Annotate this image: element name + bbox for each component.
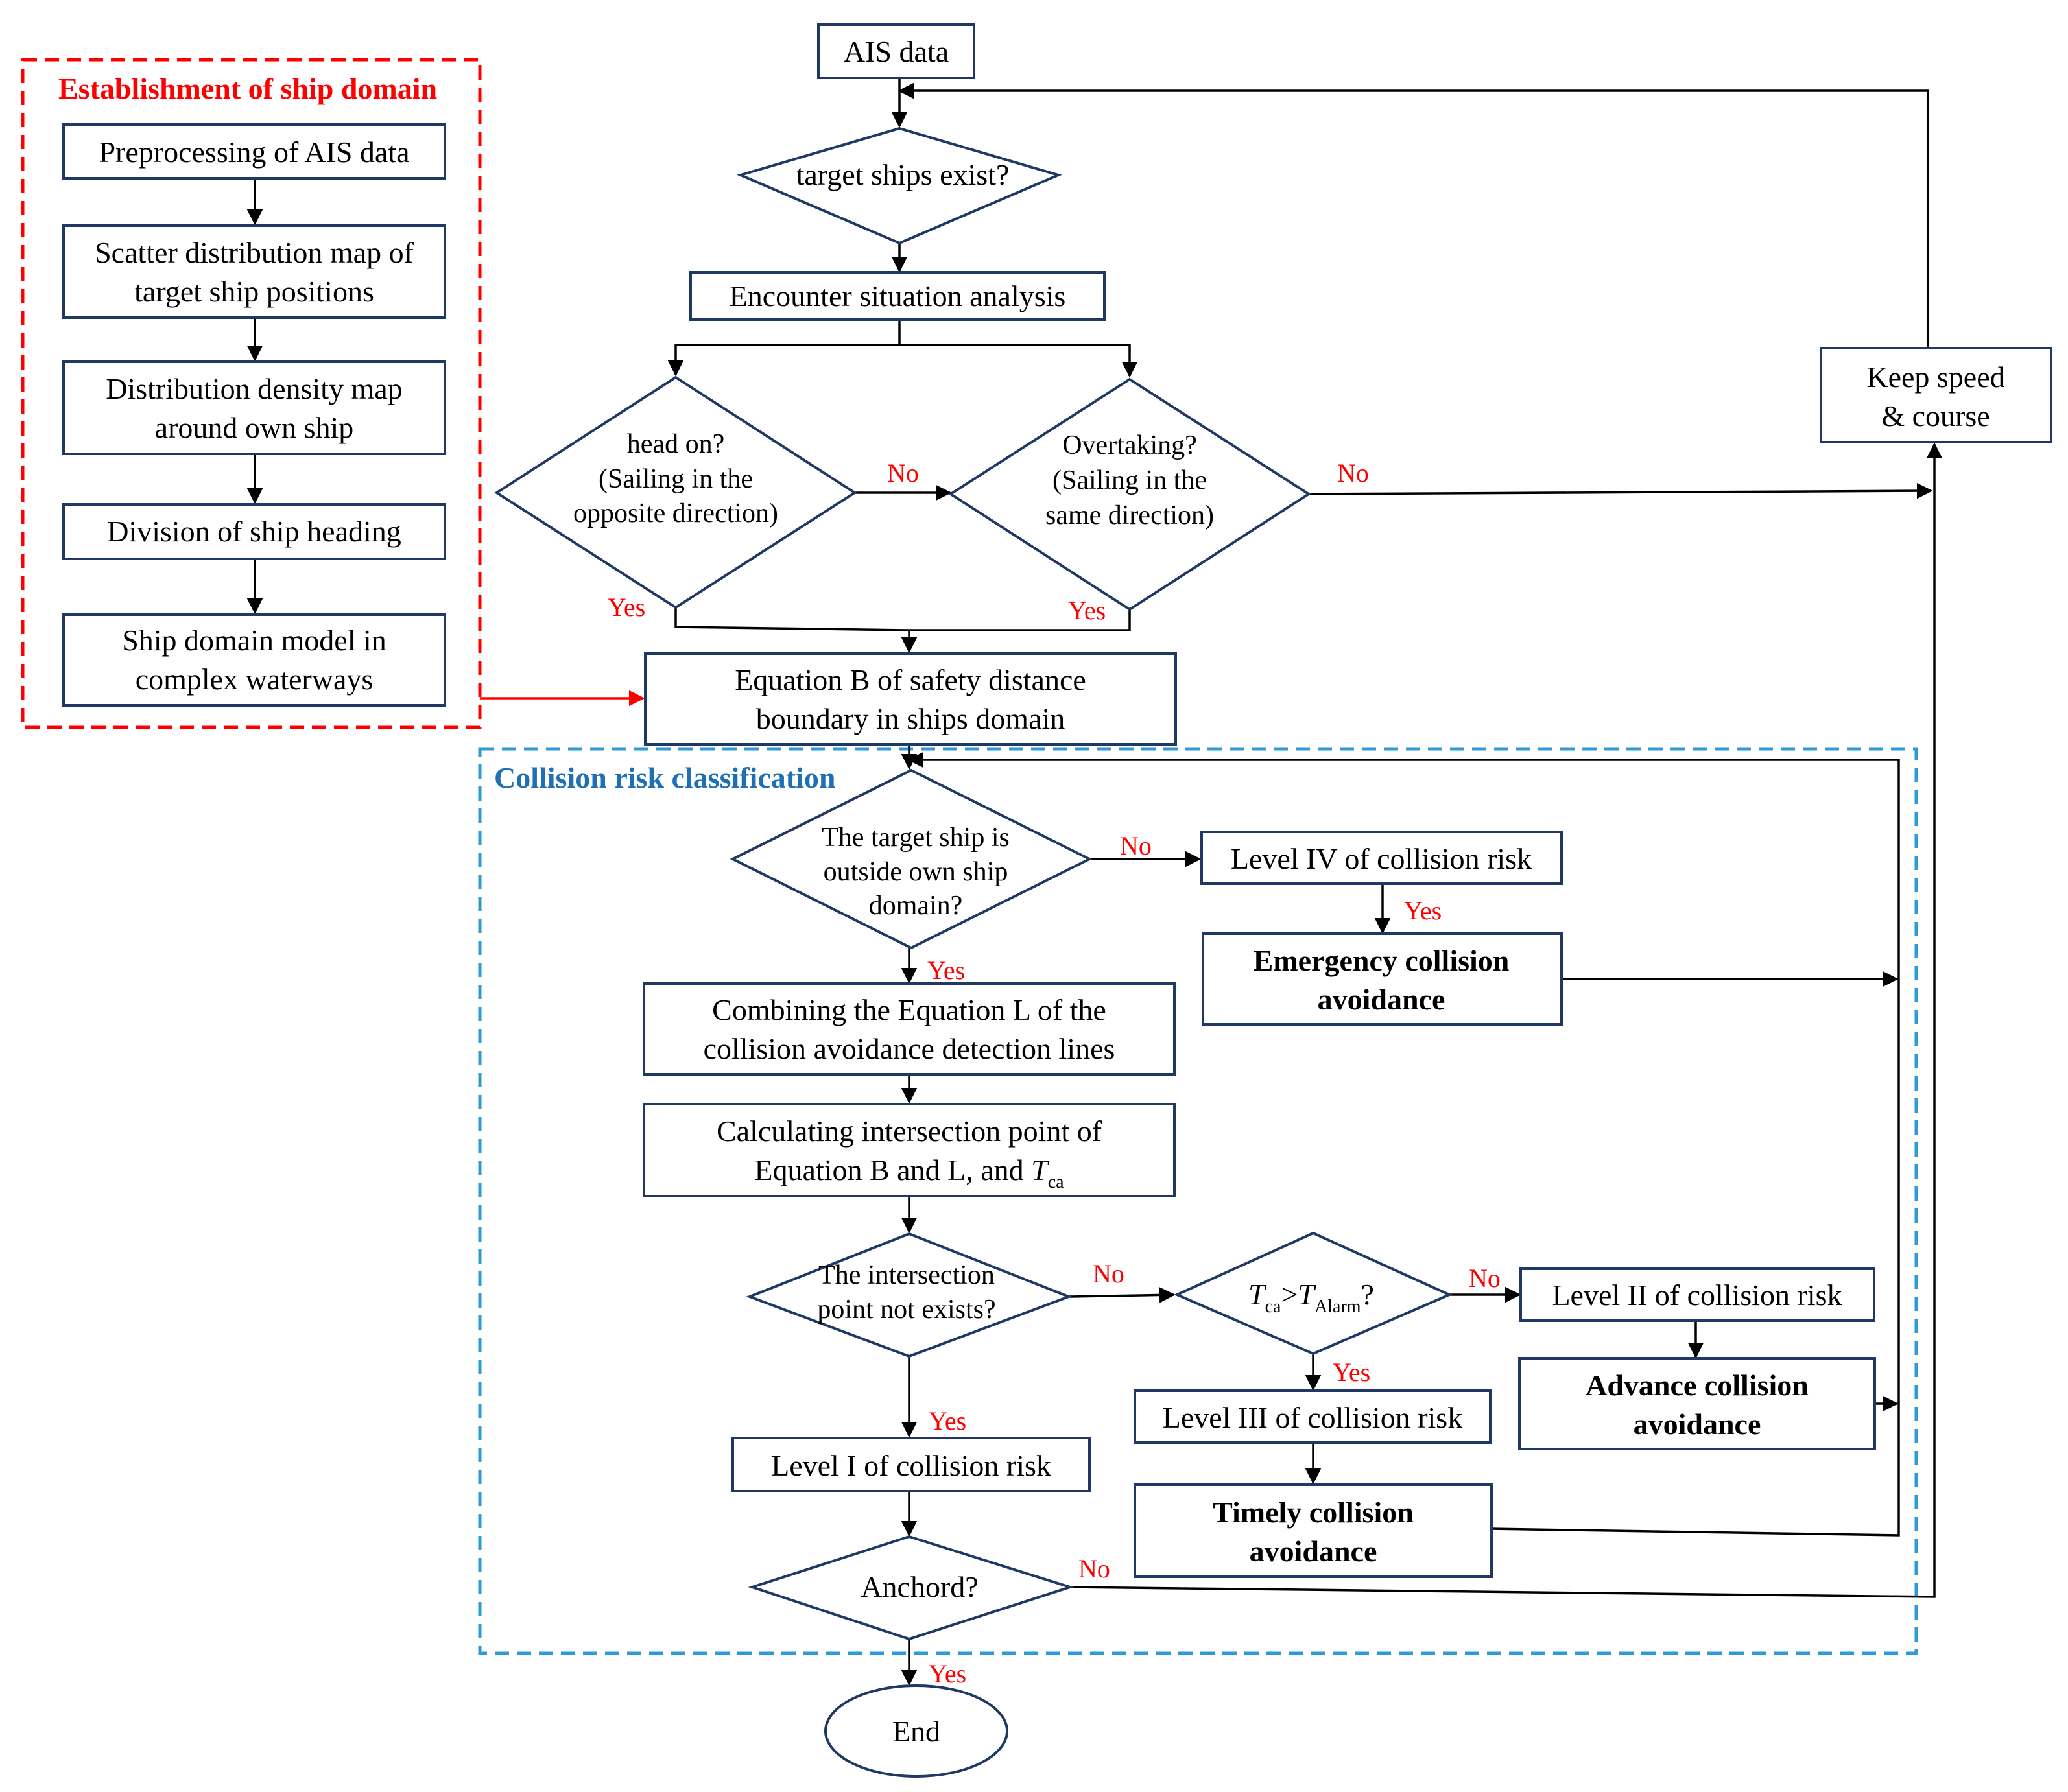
edge-labels: No No Yes Yes No Yes Yes No No Yes Yes N… (608, 458, 1501, 1688)
density-map-label-2: around own ship (155, 411, 354, 444)
yes-label-level-iv: Yes (1404, 896, 1442, 925)
scatter-map-label-2: target ship positions (134, 275, 374, 308)
head-on-label-3: opposite direction) (573, 499, 778, 528)
no-label-overtaking: No (1337, 458, 1369, 488)
timely-avoidance-box[interactable]: Timely collision avoidance (1134, 1483, 1493, 1578)
level-iii-label: Level III of collision risk (1163, 1401, 1462, 1434)
combining-equation-l-label-2: collision avoidance detection lines (704, 1032, 1115, 1065)
timely-avoidance-label-2: avoidance (1250, 1535, 1377, 1568)
tca-gt-talarm-decision[interactable]: Tca>TAlarm? (1174, 1231, 1453, 1356)
ais-data-label: AIS data (844, 35, 949, 68)
level-i-label: Level I of collision risk (771, 1449, 1051, 1482)
equation-b-label-1: Equation B of safety distance (735, 663, 1086, 696)
preprocessing-box[interactable]: Preprocessing of AIS data (62, 123, 446, 180)
combining-equation-l-label-1: Combining the Equation L of the (712, 993, 1106, 1026)
domain-model-label-2: complex waterways (136, 663, 374, 696)
advance-avoidance-box[interactable]: Advance collision avoidance (1518, 1357, 1876, 1450)
outside-domain-decision[interactable]: The target ship is outside own ship doma… (730, 768, 1093, 950)
yes-label-intersection: Yes (929, 1406, 966, 1435)
tca-gt-talarm-label: Tca>TAlarm? (1248, 1278, 1374, 1317)
edge-anchord-no (1069, 442, 1943, 1598)
no-label-intersection: No (1093, 1259, 1124, 1288)
outside-domain-label-3: domain? (869, 891, 963, 921)
ship-domain-group-title: Establishment of ship domain (58, 72, 437, 105)
head-on-label-1: head on? (627, 429, 724, 459)
head-on-label-2: (Sailing in the (599, 464, 753, 494)
level-iii-box[interactable]: Level III of collision risk (1134, 1389, 1492, 1444)
no-label-outside: No (1120, 831, 1152, 860)
intersection-not-exists-label-2: point not exists? (817, 1295, 995, 1325)
end-label: End (892, 1715, 940, 1748)
division-heading-box[interactable]: Division of ship heading (62, 503, 446, 560)
calc-intersection-box[interactable]: Calculating intersection point of Equati… (643, 1103, 1176, 1197)
outside-domain-label-2: outside own ship (824, 857, 1008, 887)
domain-model-box[interactable]: Ship domain model in complex waterways (62, 613, 446, 707)
edge-encounter-split (667, 320, 901, 377)
level-iv-box[interactable]: Level IV of collision risk (1200, 831, 1563, 885)
level-iv-label: Level IV of collision risk (1231, 842, 1532, 875)
ship-domain-group (21, 58, 482, 729)
no-label-tca: No (1469, 1264, 1501, 1293)
yes-label-outside: Yes (927, 956, 965, 985)
end-terminal[interactable]: End (824, 1684, 1008, 1778)
yes-label-tca: Yes (1333, 1358, 1370, 1387)
advance-avoidance-label-2: avoidance (1634, 1408, 1761, 1441)
scatter-map-label-1: Scatter distribution map of (95, 236, 414, 269)
division-heading-label: Division of ship heading (107, 515, 401, 548)
target-ships-exist-label: target ships exist? (796, 158, 1010, 191)
yes-label-overtaking: Yes (1068, 596, 1106, 625)
edge-encounter-split-right (899, 344, 1138, 378)
overtaking-label-3: same direction) (1045, 501, 1214, 530)
target-ships-exist-decision[interactable]: target ships exist? (737, 126, 1062, 245)
emergency-avoidance-label-1: Emergency collision (1254, 944, 1510, 977)
calc-intersection-label-1: Calculating intersection point of (717, 1114, 1102, 1148)
domain-model-label-1: Ship domain model in (122, 624, 386, 657)
preprocessing-label: Preprocessing of AIS data (99, 136, 409, 169)
edge-intersection-no (1068, 1287, 1176, 1303)
edge-overtaking-yes (909, 609, 1131, 631)
overtaking-label-2: (Sailing in the (1052, 466, 1207, 495)
yes-label-headon: Yes (608, 593, 645, 622)
keep-speed-label-1: Keep speed (1866, 360, 2004, 394)
outside-domain-label-1: The target ship is (822, 823, 1010, 853)
intersection-not-exists-decision[interactable]: The intersection point not exists? (746, 1232, 1073, 1358)
equation-b-box[interactable]: Equation B of safety distance boundary i… (644, 652, 1177, 746)
equation-b-label-2: boundary in ships domain (756, 702, 1065, 735)
no-label-headon: No (887, 458, 919, 488)
scatter-map-box[interactable]: Scatter distribution map of target ship … (62, 224, 446, 319)
keep-speed-box[interactable]: Keep speed & course (1820, 347, 2052, 443)
intersection-not-exists-label-1: The intersection (818, 1260, 995, 1290)
level-ii-label: Level II of collision risk (1552, 1279, 1842, 1312)
encounter-analysis-box[interactable]: Encounter situation analysis (689, 271, 1106, 321)
level-i-box[interactable]: Level I of collision risk (731, 1437, 1091, 1492)
collision-risk-group-title: Collision risk classification (494, 761, 835, 794)
emergency-avoidance-box[interactable]: Emergency collision avoidance (1202, 932, 1563, 1026)
overtaking-decision[interactable]: Overtaking? (Sailing in the same directi… (948, 377, 1311, 611)
edge-timely-to-right (907, 751, 1900, 1537)
no-label-anchord: No (1078, 1554, 1110, 1583)
collision-risk-group (478, 747, 1918, 1655)
head-on-decision[interactable]: head on? (Sailing in the opposite direct… (494, 375, 857, 609)
timely-avoidance-label-1: Timely collision (1213, 1496, 1414, 1529)
emergency-avoidance-label-2: avoidance (1318, 983, 1445, 1016)
edge-overtaking-no (1308, 482, 1933, 499)
calc-intersection-label-2: Equation B and L, and Tca (754, 1153, 1064, 1192)
advance-avoidance-label-1: Advance collision (1586, 1369, 1809, 1402)
density-map-label-1: Distribution density map (106, 372, 402, 405)
ais-data-box[interactable]: AIS data (817, 23, 975, 79)
encounter-analysis-label: Encounter situation analysis (730, 279, 1066, 312)
overtaking-label-1: Overtaking? (1062, 430, 1197, 460)
edge-keep-to-ais (897, 82, 1929, 347)
anchord-decision[interactable]: Anchord? (748, 1535, 1075, 1641)
combining-equation-l-box[interactable]: Combining the Equation L of the collisio… (643, 982, 1176, 1076)
edges (246, 78, 1943, 1686)
anchord-label: Anchord? (861, 1570, 978, 1603)
level-ii-box[interactable]: Level II of collision risk (1519, 1267, 1875, 1322)
density-map-box[interactable]: Distribution density map around own ship (62, 360, 446, 455)
edge-headon-yes (674, 607, 910, 631)
yes-label-anchord: Yes (929, 1659, 966, 1688)
keep-speed-label-2: & course (1881, 399, 1990, 432)
